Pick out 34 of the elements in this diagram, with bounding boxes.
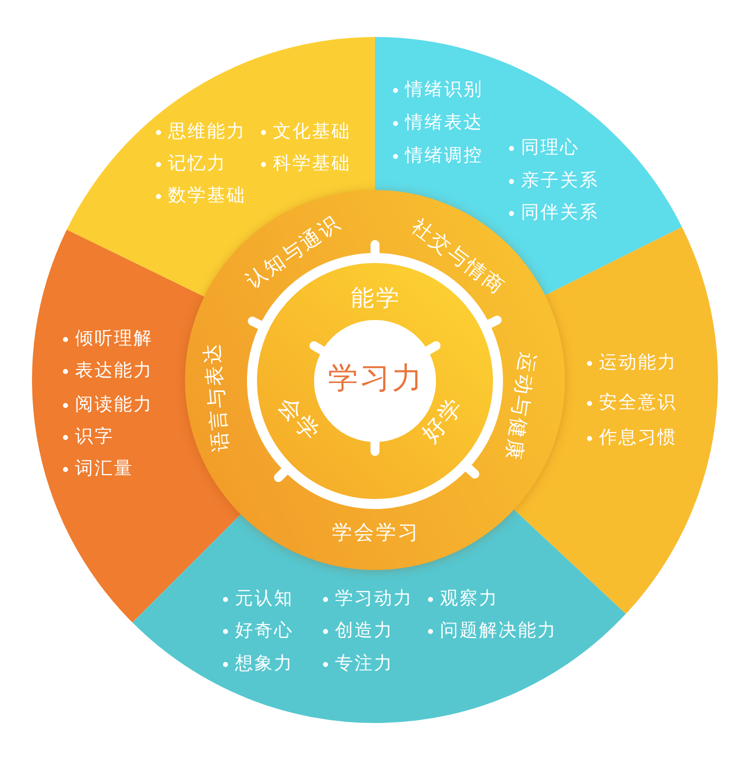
skill-item: 同理心 (521, 137, 580, 159)
skill-item: 识字 (75, 426, 114, 448)
skill-item: 好奇心 (235, 620, 294, 642)
category-label: 认知与通识 (240, 210, 345, 294)
motto-label: 会学 (272, 390, 326, 448)
motto-label: 能学 (350, 286, 401, 312)
skill-item: 情绪调控 (405, 145, 483, 167)
skill-item: 作息习惯 (599, 427, 677, 449)
category-label: 运动与健康 (501, 350, 541, 464)
skill-item: 思维能力 (168, 121, 246, 143)
skill-item: 观察力 (440, 588, 498, 610)
skill-item: 科学基础 (273, 153, 351, 175)
skill-item: 想象力 (235, 653, 294, 675)
skill-item: 词汇量 (75, 458, 134, 480)
skill-item: 亲子关系 (521, 170, 599, 192)
skill-item: 表达能力 (75, 360, 153, 382)
skill-item: 数学基础 (168, 185, 246, 207)
skill-item: 元认知 (235, 588, 294, 610)
skill-item: 情绪识别 (405, 79, 483, 101)
skill-item: 创造力 (335, 620, 394, 642)
skill-item: 同伴关系 (521, 202, 599, 224)
skill-item: 阅读能力 (75, 394, 153, 416)
skill-item: 专注力 (335, 653, 394, 675)
skill-item: 倾听理解 (75, 328, 153, 350)
skill-item: 问题解决能力 (440, 620, 557, 642)
skill-item: 文化基础 (273, 121, 351, 143)
skill-item: 运动能力 (599, 352, 677, 374)
category-label: 学会学习 (331, 520, 420, 544)
category-label: 社交与情商 (406, 212, 510, 300)
skill-item: 安全意识 (599, 392, 677, 414)
skill-item: 记忆力 (168, 153, 226, 175)
category-label: 语言与表达 (199, 341, 233, 455)
skill-item: 学习动力 (335, 588, 413, 610)
skill-item: 情绪表达 (405, 112, 483, 134)
